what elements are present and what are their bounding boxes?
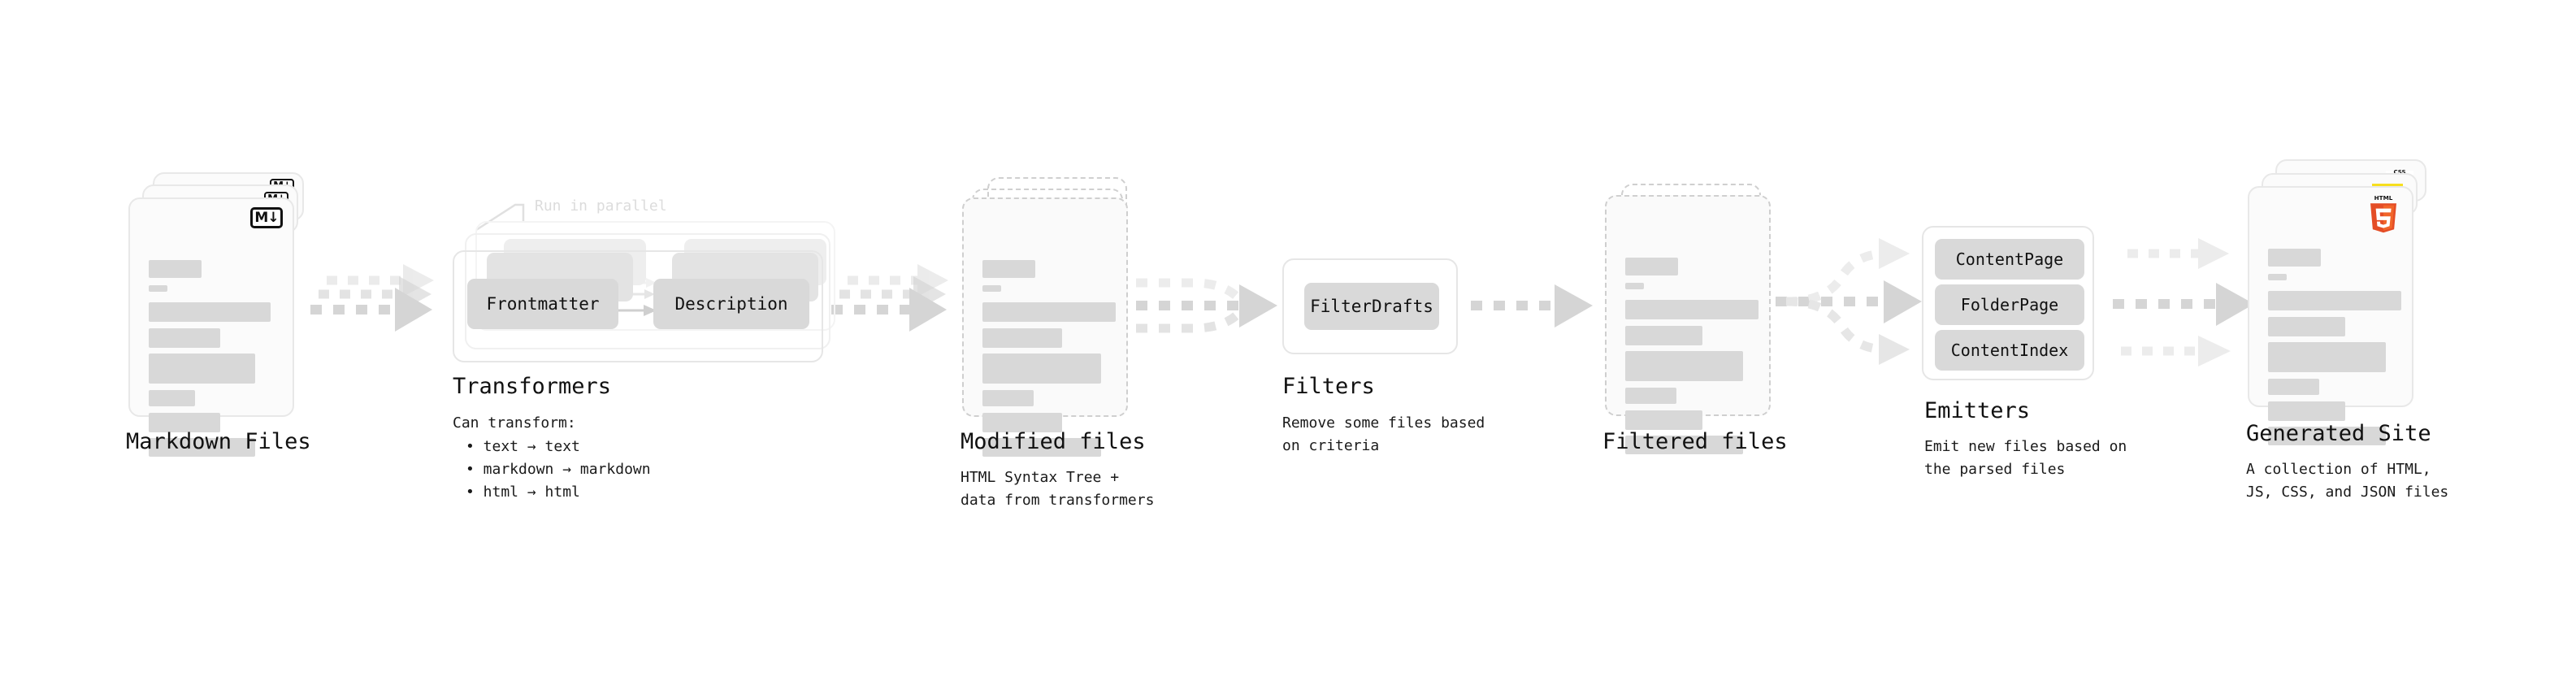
emitters-group: ContentPage FolderPage ContentIndex bbox=[1922, 226, 2094, 380]
generated-site-subtitle: A collection of HTML, JS, CSS, and JSON … bbox=[2246, 461, 2449, 501]
css-badge-label: CSS bbox=[2393, 169, 2406, 176]
label-markdown-files: Markdown Files bbox=[126, 429, 311, 454]
filter-pill-filterdrafts[interactable]: FilterDrafts bbox=[1304, 283, 1439, 330]
arrow-transformers-to-modified bbox=[831, 264, 948, 332]
annotation-run-in-parallel: Run in parallel bbox=[535, 197, 667, 215]
svg-text:HTML: HTML bbox=[2374, 194, 2393, 202]
transformer-group-front: Frontmatter Description bbox=[453, 250, 823, 362]
html5-badge: HTML bbox=[2370, 194, 2396, 233]
site-card-front-html: HTML bbox=[2248, 186, 2413, 445]
emitter-pill-folderpage[interactable]: FolderPage bbox=[1935, 284, 2084, 325]
modified-files-subtitle: HTML Syntax Tree + data from transformer… bbox=[961, 469, 1155, 509]
arrow-filters-to-filtered bbox=[1471, 284, 1593, 327]
arrow-filtered-to-emitters bbox=[1776, 238, 1922, 365]
label-emitters: Emitters bbox=[1924, 398, 2031, 423]
label-filtered-files: Filtered files bbox=[1602, 429, 1788, 454]
arrow-emitters-to-site bbox=[2113, 238, 2254, 367]
transformers-bullet-2: • markdown → markdown bbox=[466, 461, 651, 478]
transformers-bullet-1: • text → text bbox=[466, 438, 580, 455]
markdown-card-front: M↓ bbox=[128, 197, 294, 457]
markdown-badge-front: M↓ bbox=[250, 207, 283, 228]
emitters-subtitle: Emit new files based on the parsed files bbox=[1924, 438, 2127, 478]
label-filters: Filters bbox=[1282, 374, 1375, 399]
label-modified-files: Modified files bbox=[961, 429, 1146, 454]
arrow-markdown-to-transformers bbox=[310, 264, 434, 332]
arrow-modified-to-filters bbox=[1136, 278, 1277, 333]
filters-subtitle: Remove some files based on criteria bbox=[1282, 414, 1485, 454]
transformer-pill-description[interactable]: Description bbox=[653, 279, 809, 329]
transformers-bullet-3: • html → html bbox=[466, 484, 580, 501]
filtered-card-front bbox=[1605, 195, 1771, 454]
filters-group: FilterDrafts bbox=[1282, 258, 1458, 354]
emitter-pill-contentindex[interactable]: ContentIndex bbox=[1935, 330, 2084, 371]
transformers-subtitle: Can transform: bbox=[453, 414, 576, 432]
label-generated-site: Generated Site bbox=[2246, 421, 2431, 446]
label-transformers: Transformers bbox=[453, 374, 612, 399]
modified-card-front bbox=[962, 197, 1128, 457]
transformer-pill-frontmatter[interactable]: Frontmatter bbox=[467, 279, 618, 329]
emitter-pill-contentpage[interactable]: ContentPage bbox=[1935, 239, 2084, 280]
